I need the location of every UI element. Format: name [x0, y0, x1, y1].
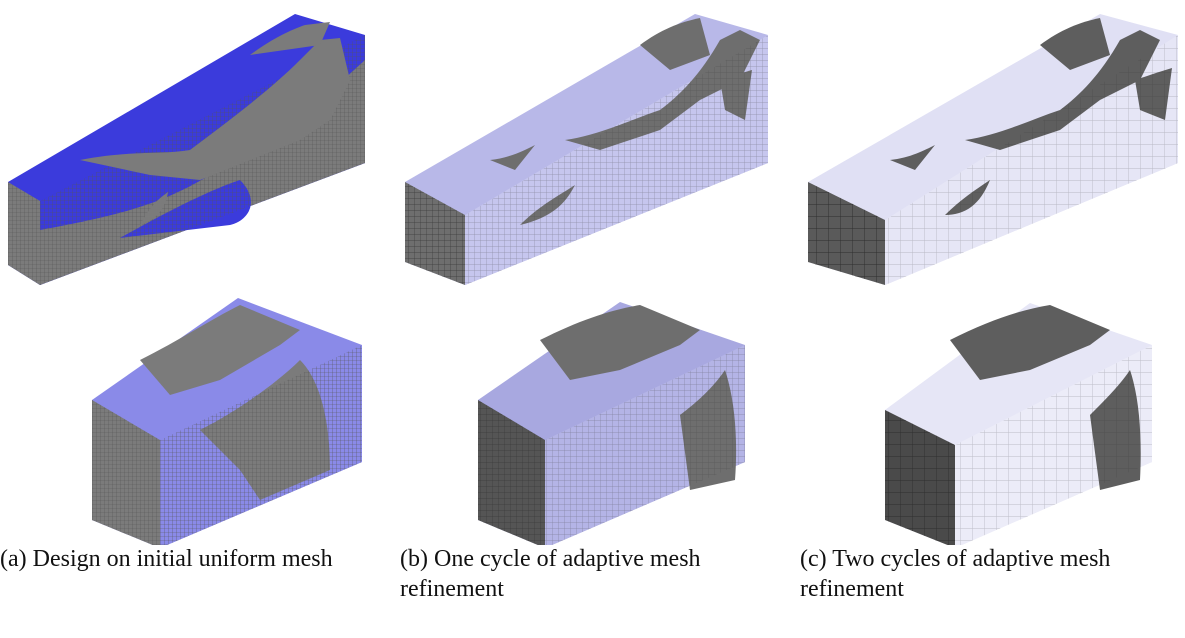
figure-panel-a [8, 14, 1178, 545]
beam-b-full [405, 14, 768, 285]
caption-a: (a) Design on initial uniform mesh [0, 546, 333, 572]
caption-b: (b) One cycle of adaptive mesh refinemen… [400, 546, 701, 602]
block-b-half [478, 302, 745, 545]
block-c-half [885, 303, 1152, 545]
beam-c-full [808, 14, 1178, 285]
block-a-half [92, 298, 362, 545]
beam-a-full [8, 14, 365, 285]
caption-c: (c) Two cycles of adaptive mesh refineme… [800, 546, 1111, 602]
